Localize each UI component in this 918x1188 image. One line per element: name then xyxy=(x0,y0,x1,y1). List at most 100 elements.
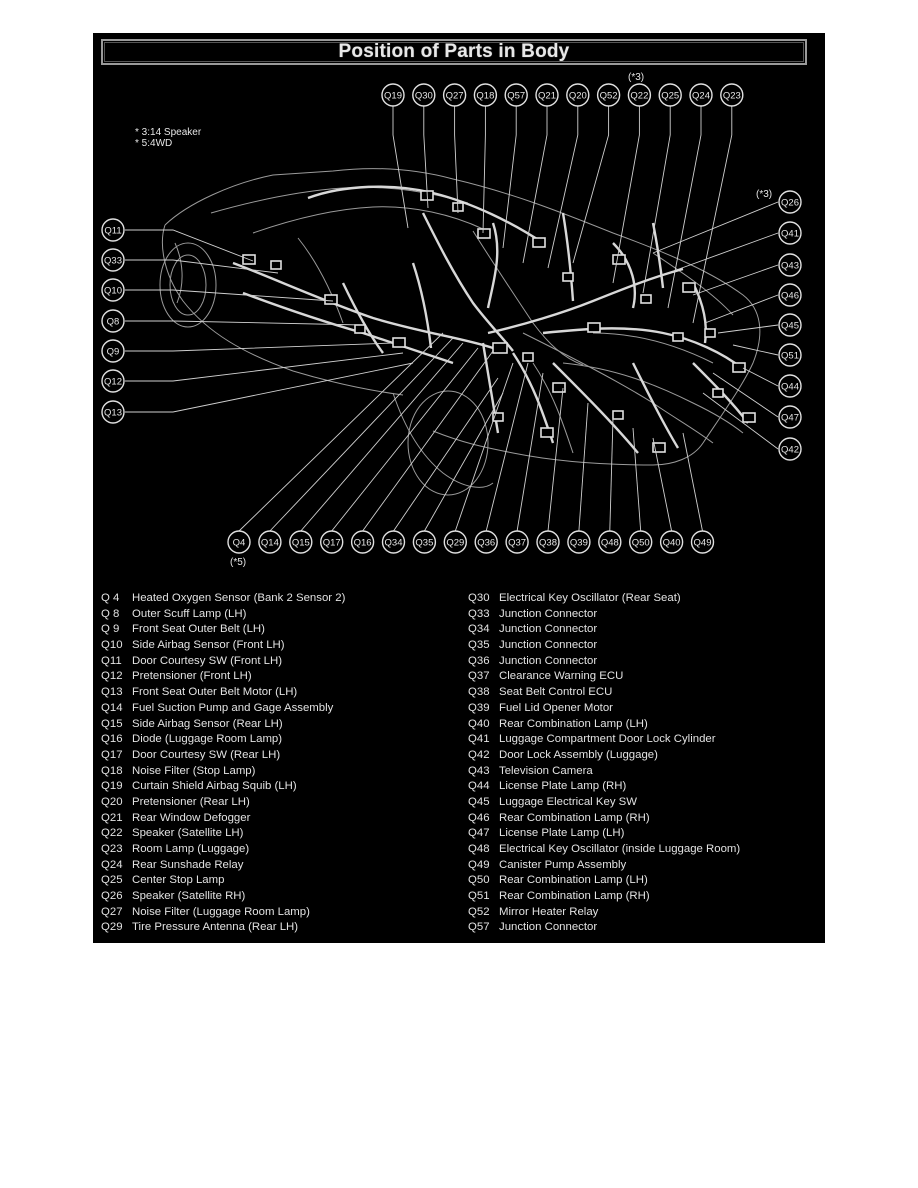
part-name: Television Camera xyxy=(499,764,593,777)
part-name: Speaker (Satellite LH) xyxy=(132,827,244,840)
legend-right-row: Q38 Seat Belt Control ECU xyxy=(468,685,820,701)
svg-text:Q40: Q40 xyxy=(663,537,681,548)
svg-text:Q42: Q42 xyxy=(781,444,799,455)
leader-q19 xyxy=(392,106,409,229)
svg-text:Q4: Q4 xyxy=(233,537,246,548)
leader-q34 xyxy=(393,377,499,532)
part-code: Q52 xyxy=(468,905,490,918)
leader-q21 xyxy=(522,106,548,264)
part-code: Q47 xyxy=(468,827,490,840)
callout-q46: Q46 xyxy=(778,283,802,307)
svg-text:Q36: Q36 xyxy=(477,537,495,548)
part-name: Junction Connector xyxy=(499,639,598,652)
car-body-diagram: * 3:14 Speaker * 5:4WD (*3) (*3) (*5) Q1… xyxy=(101,72,802,568)
svg-text:Q9: Q9 xyxy=(107,346,120,357)
legend-right-row: Q52 Mirror Heater Relay xyxy=(468,905,820,921)
part-name: Rear Sunshade Relay xyxy=(132,858,244,871)
part-name: Fuel Lid Opener Motor xyxy=(499,701,613,714)
part-name: Diode (Luggage Room Lamp) xyxy=(132,733,283,746)
callout-q49: Q49 xyxy=(690,530,715,554)
svg-text:Q38: Q38 xyxy=(539,537,557,548)
part-code: Q13 xyxy=(101,686,123,699)
part-code: Q38 xyxy=(468,686,490,699)
callout-q14: Q14 xyxy=(258,530,282,554)
leader-q25 xyxy=(642,106,671,294)
callout-q20: Q20 xyxy=(566,83,590,107)
part-name: Electrical Key Oscillator (Rear Seat) xyxy=(499,592,681,604)
svg-text:Q51: Q51 xyxy=(781,350,799,361)
svg-text:Q19: Q19 xyxy=(384,90,402,101)
leader-q35 xyxy=(424,392,504,532)
part-name: Mirror Heater Relay xyxy=(499,905,599,918)
leader-q17 xyxy=(331,347,479,532)
part-code: Q50 xyxy=(468,874,490,887)
svg-text:Q33: Q33 xyxy=(104,255,122,266)
svg-text:Q26: Q26 xyxy=(781,197,799,208)
svg-text:Q20: Q20 xyxy=(569,90,587,101)
legend-left-row: Q23 Room Lamp (Luggage) xyxy=(101,842,463,858)
svg-text:Q41: Q41 xyxy=(781,228,799,239)
part-name: Seat Belt Control ECU xyxy=(499,686,613,699)
leader-q14 xyxy=(269,337,454,532)
part-code: Q15 xyxy=(101,717,123,730)
svg-text:Q30: Q30 xyxy=(415,90,433,101)
components xyxy=(242,190,756,453)
svg-text:Q11: Q11 xyxy=(104,225,121,236)
leader-q10 xyxy=(125,289,334,302)
page-title: Position of Parts in Body xyxy=(338,41,570,62)
part-code: Q35 xyxy=(468,639,490,652)
callout-q23: Q23 xyxy=(720,83,744,107)
part-code: Q42 xyxy=(468,748,490,761)
part-code: Q25 xyxy=(101,874,123,887)
callout-q21: Q21 xyxy=(535,83,559,107)
part-code: Q44 xyxy=(468,780,490,793)
leader-q57 xyxy=(502,106,517,249)
part-code: Q 4 xyxy=(101,592,120,604)
part-name: Rear Combination Lamp (LH) xyxy=(499,874,648,887)
callout-q4: Q4 xyxy=(227,530,251,554)
note-marker-q22: (*3) xyxy=(628,72,644,83)
part-name: Front Seat Outer Belt Motor (LH) xyxy=(132,686,298,699)
leader-q45 xyxy=(717,324,779,334)
part-code: Q39 xyxy=(468,701,490,714)
leader-q24 xyxy=(667,106,702,309)
svg-text:Q39: Q39 xyxy=(570,537,588,548)
leader-q29 xyxy=(454,362,514,532)
callout-q38: Q38 xyxy=(536,530,560,554)
svg-text:Q16: Q16 xyxy=(354,537,372,548)
leader-q26 xyxy=(652,201,779,254)
svg-text:Q47: Q47 xyxy=(781,412,799,423)
svg-text:Q12: Q12 xyxy=(104,376,122,387)
callout-q19: Q19 xyxy=(381,83,405,107)
callout-q27: Q27 xyxy=(442,83,467,107)
legend-right-row: Q50 Rear Combination Lamp (LH) xyxy=(468,873,820,889)
part-code: Q14 xyxy=(101,701,123,714)
note-1: * 3:14 Speaker xyxy=(135,127,202,138)
part-name: Room Lamp (Luggage) xyxy=(132,843,250,855)
part-name: Canister Pump Assembly xyxy=(499,858,627,871)
leader-q11 xyxy=(125,229,254,262)
leader-q20 xyxy=(547,106,579,269)
part-name: License Plate Lamp (RH) xyxy=(499,780,627,793)
svg-text:Q35: Q35 xyxy=(415,537,433,548)
callout-q29: Q29 xyxy=(443,530,467,554)
part-code: Q23 xyxy=(101,843,123,855)
leader-q18 xyxy=(482,106,486,234)
part-name: Noise Filter (Luggage Room Lamp) xyxy=(132,905,310,918)
svg-text:Q52: Q52 xyxy=(600,90,618,101)
